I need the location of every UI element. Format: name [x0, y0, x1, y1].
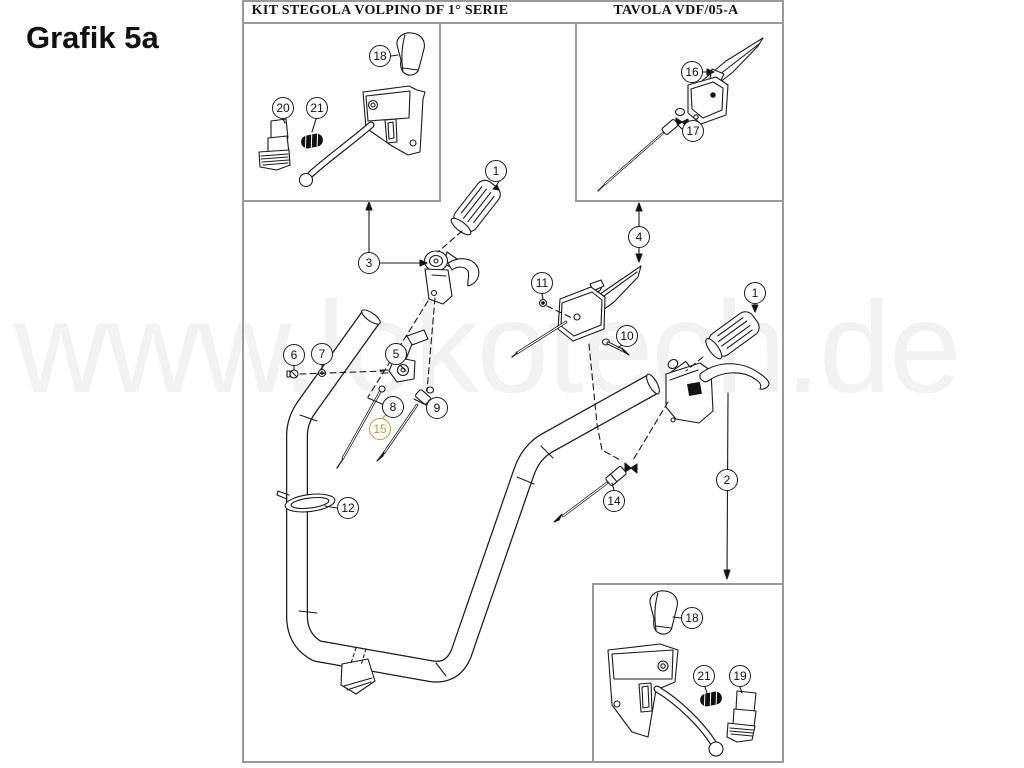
callout-20: 20 — [272, 97, 294, 119]
watermark-text: www.lokotech.de — [14, 274, 962, 420]
callout-18-upper: 18 — [369, 45, 391, 67]
part-6-screw — [286, 369, 299, 379]
part-14-cable — [553, 462, 638, 523]
callout-12: 12 — [337, 497, 359, 519]
part-9-cable — [376, 386, 435, 462]
callout-8: 8 — [382, 396, 404, 418]
main-frame-border — [242, 0, 784, 763]
part-8-cable — [336, 385, 386, 469]
part-1-grip-upper — [450, 179, 501, 236]
callout-10: 10 — [616, 325, 638, 347]
assembly-axis-dashed-lines — [299, 230, 704, 462]
part-21-spring-upper — [301, 133, 323, 150]
callout-5: 5 — [385, 343, 407, 365]
tube-mount-stub — [340, 647, 376, 695]
table-title: TAVOLA VDF/05-A — [613, 3, 739, 18]
callout-19: 19 — [729, 665, 751, 687]
part-18-knob-upper — [396, 32, 425, 76]
inset-box-bottom-right — [592, 583, 784, 763]
part-3-throttle-assembly — [423, 250, 480, 305]
callout-17: 17 — [682, 120, 704, 142]
inset-box-top-right — [575, 23, 784, 202]
part-18-knob-lower — [649, 590, 678, 635]
part-4-gear-lever-assembly — [511, 265, 642, 358]
callout-9: 9 — [426, 397, 448, 419]
callout-18-lower: 18 — [681, 607, 703, 629]
header-separator-line — [242, 22, 784, 24]
callout-15-highlighted: 15 — [369, 418, 391, 440]
callout-1-right: 1 — [744, 282, 766, 304]
part-1-grip-right — [705, 311, 760, 360]
bracket-assembly-lower — [607, 643, 724, 757]
graphic-label: Grafik 5a — [26, 20, 159, 55]
callout-11: 11 — [531, 272, 553, 294]
callout-2: 2 — [716, 469, 738, 491]
callout-16: 16 — [681, 61, 703, 83]
callout-21-lower: 21 — [693, 665, 715, 687]
callout-7: 7 — [311, 343, 333, 365]
part-20-button — [258, 118, 291, 171]
callout-6: 6 — [283, 344, 305, 366]
inset-box-top-left — [242, 23, 441, 202]
part-11-screw — [538, 298, 548, 308]
bracket-assembly-upper — [298, 85, 426, 188]
callout-3: 3 — [358, 252, 380, 274]
part-19-button — [726, 690, 757, 743]
callout-4: 4 — [628, 226, 650, 248]
part-16-lever-assembly — [687, 37, 764, 125]
callout-21-upper: 21 — [306, 97, 328, 119]
handlebar-tube — [286, 309, 660, 683]
kit-title: KIT STEGOLA VOLPINO DF 1° SERIE — [251, 3, 509, 18]
right-throttle-assembly — [665, 358, 770, 424]
callout-1-upper: 1 — [485, 160, 507, 182]
part-10-bolt — [601, 338, 630, 356]
part-12-clamp — [276, 490, 336, 513]
part-21-spring-lower — [700, 691, 722, 708]
callout-14: 14 — [603, 490, 625, 512]
